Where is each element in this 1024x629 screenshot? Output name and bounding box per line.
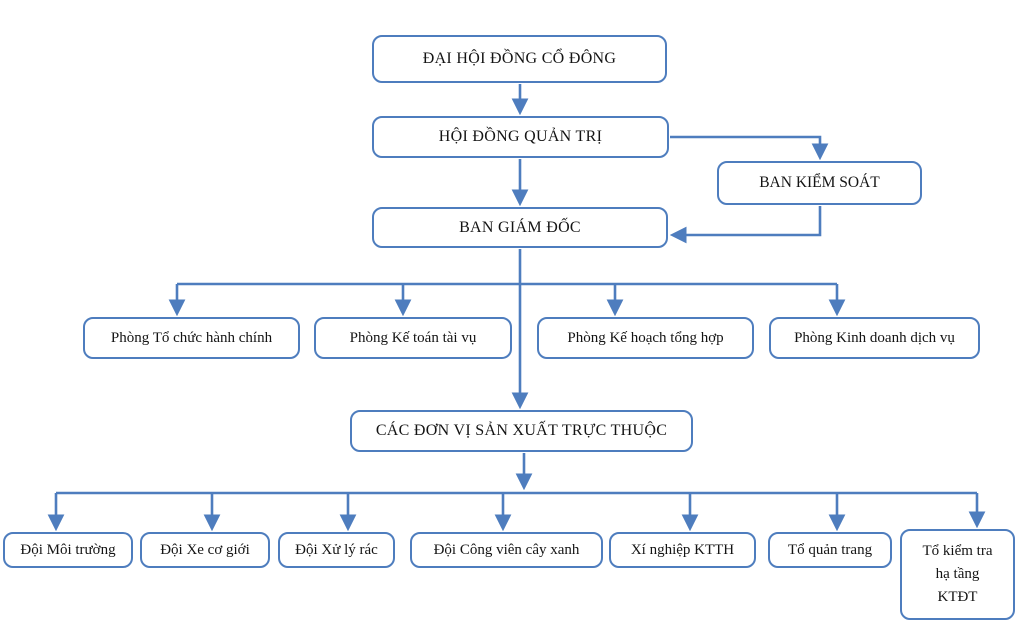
node-to-kiem-tra-label: Tổ kiểm tra hạ tầng KTĐT: [922, 542, 993, 606]
node-phong-ke-hoach-tong-hop: Phòng Kế hoạch tổng hợp: [537, 317, 754, 359]
node-cac-don-vi-san-xuat-truc-thuoc: CÁC ĐƠN VỊ SẢN XUẤT TRỰC THUỘC: [350, 410, 693, 452]
node-phong-to-chuc-hanh-chinh: Phòng Tổ chức hành chính: [83, 317, 300, 359]
node-phong-ke-toan-tai-vu: Phòng Kế toán tài vụ: [314, 317, 512, 359]
node-doi-cong-vien-cay-xanh: Đội Công viên cây xanh: [410, 532, 603, 568]
node-to-kiem-tra-ha-tang-ktdt: Tổ kiểm tra hạ tầng KTĐT: [900, 529, 1015, 620]
edge-bks-bgd: [669, 206, 822, 244]
node-doi-xe-co-gioi: Đội Xe cơ giới: [140, 532, 270, 568]
node-dai-hoi-dong-co-dong: ĐẠI HỘI ĐỒNG CỔ ĐÔNG: [372, 35, 667, 83]
node-to-quan-trang: Tổ quản trang: [768, 532, 892, 568]
node-doi-xu-ly-rac: Đội Xử lý rác: [278, 532, 395, 568]
node-phong-kinh-doanh-dich-vu: Phòng Kinh doanh dịch vụ: [769, 317, 980, 359]
edge-hdqt-bks: [670, 135, 829, 161]
node-ban-giam-doc: BAN GIÁM ĐỐC: [372, 207, 668, 248]
node-doi-moi-truong: Đội Môi trường: [3, 532, 133, 568]
node-ban-kiem-soat: BAN KIỂM SOÁT: [717, 161, 922, 205]
node-xi-nghiep-ktth: Xí nghiệp KTTH: [609, 532, 756, 568]
node-hoi-dong-quan-tri: HỘI ĐỒNG QUẢN TRỊ: [372, 116, 669, 158]
